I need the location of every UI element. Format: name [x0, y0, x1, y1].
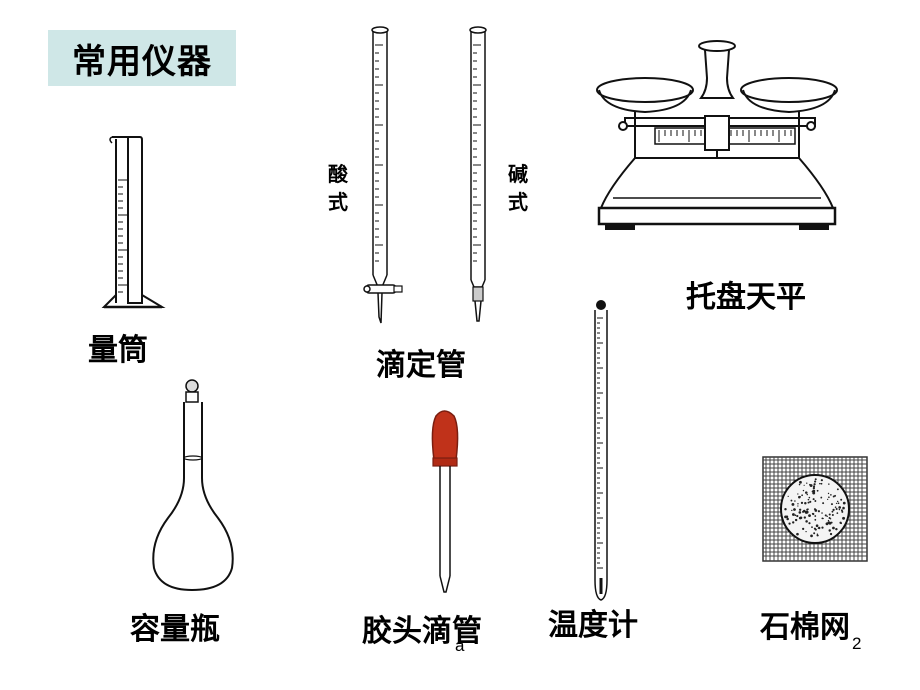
dropper-drawing	[431, 410, 459, 593]
base-burette-drawing	[469, 26, 487, 322]
balance-drawing	[596, 40, 838, 230]
base-burette-label: 碱 式	[508, 162, 528, 214]
label-volumetric-flask: 容量瓶	[130, 612, 220, 647]
label-dropper: 胶头滴管	[362, 614, 482, 649]
slide-title-box: 常用仪器	[48, 30, 236, 86]
label-burette: 滴定管	[376, 348, 466, 383]
label-asbestos-gauze: 石棉网	[760, 610, 850, 645]
label-graduated-cylinder: 量筒	[88, 333, 148, 368]
page-number: 2	[852, 634, 862, 653]
footer-mark: a	[455, 636, 465, 655]
graduated-cylinder-drawing	[101, 136, 166, 309]
label-thermometer: 温度计	[548, 608, 638, 643]
thermometer-drawing	[594, 300, 608, 601]
acid-burette-label: 酸 式	[328, 162, 348, 214]
asbestos-gauze-drawing	[762, 456, 868, 562]
volumetric-flask-drawing	[152, 379, 234, 592]
acid-burette-drawing	[363, 26, 403, 324]
label-balance: 托盘天平	[686, 280, 806, 315]
slide-title: 常用仪器	[72, 41, 212, 82]
